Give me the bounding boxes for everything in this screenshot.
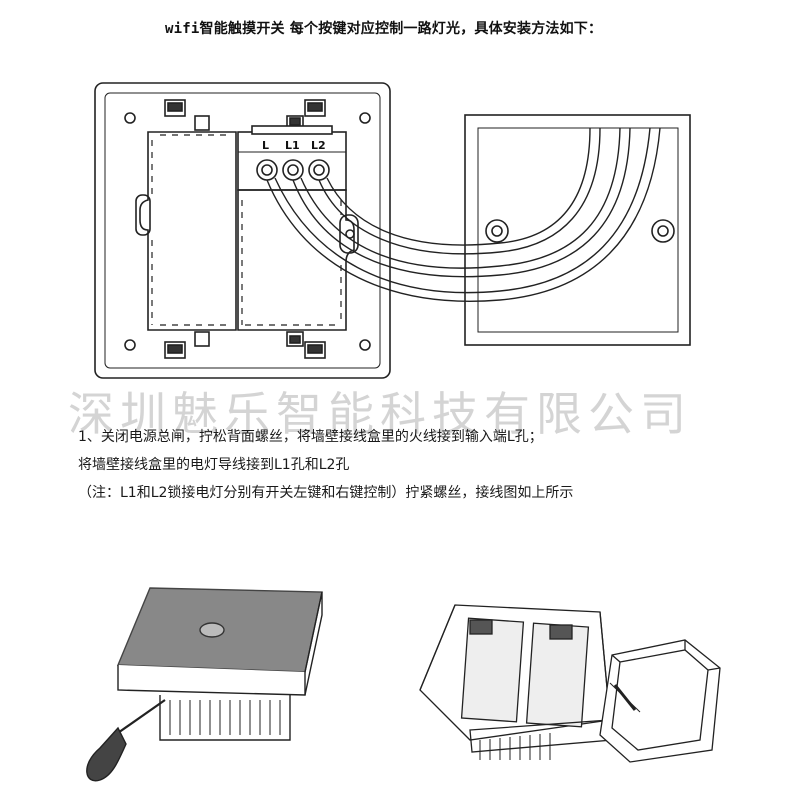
instruction-step-1: 1、关闭电源总闸，拧松背面螺丝，将墙壁接线盒里的火线接到输入端L孔； [78, 429, 543, 445]
junction-box-inner [477, 127, 679, 333]
terminal-l1 [282, 159, 304, 181]
junction-box-screw-right [651, 219, 675, 243]
instruction-note: （注：L1和L2锁接电灯分别有开关左键和右键控制）拧紧螺丝，接线图如上所示 [78, 485, 574, 501]
terminal-label-l: L [262, 139, 269, 152]
junction-box-outer [464, 114, 691, 346]
terminal-l [256, 159, 278, 181]
wire-bundle [266, 127, 661, 302]
switch-plate-inner [104, 92, 381, 369]
terminal-l2 [308, 159, 330, 181]
page-heading: wifi智能触摸开关 每个按键对应控制一路灯光，具体安装方法如下： [165, 18, 602, 38]
terminal-label-l1: L1 [285, 139, 300, 152]
switch-back-illustration [419, 604, 613, 760]
switch-plate-outer [94, 82, 391, 379]
heading-text: 智能触摸开关 每个按键对应控制一路灯光，具体安装方法如下： [199, 21, 603, 37]
heading-wifi: wifi [165, 21, 200, 37]
instruction-step-1-continued: 将墙壁接线盒里的电灯导线接到L1孔和L2孔 [78, 457, 350, 473]
switch-front-illustration [86, 587, 323, 782]
terminal-label-l2: L2 [311, 139, 326, 152]
junction-box-illustration [599, 639, 721, 763]
watermark: 深圳魅乐智能科技有限公司 [68, 387, 692, 441]
junction-box-screw-left [485, 219, 509, 243]
